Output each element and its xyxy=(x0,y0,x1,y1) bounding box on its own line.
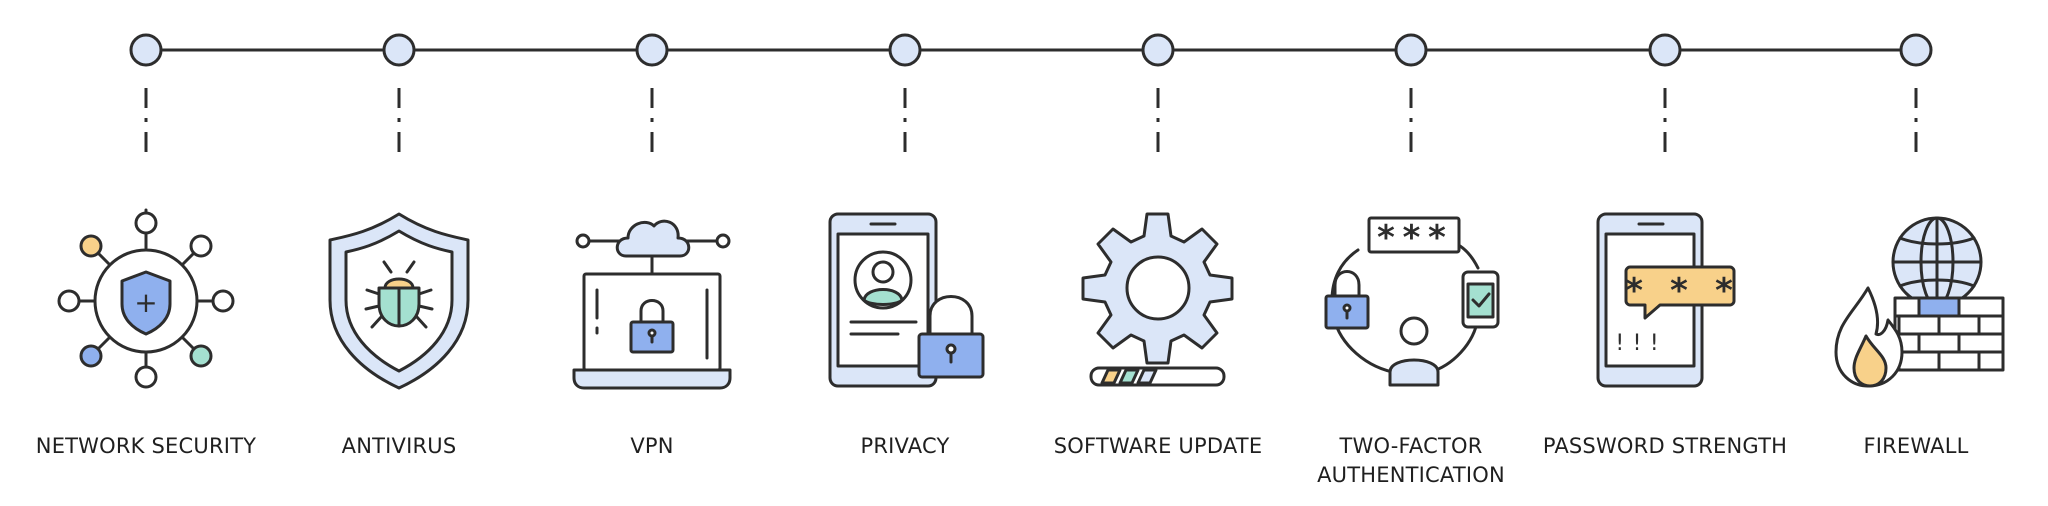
masked-code-text: *** xyxy=(1376,218,1452,258)
timeline-node-firewall xyxy=(1899,33,1933,67)
timeline-node-password-strength xyxy=(1648,33,1682,67)
step-label-two-factor-authentication: TWO-FACTOR AUTHENTICATION xyxy=(1286,432,1536,490)
step-label-password-strength: PASSWORD STRENGTH xyxy=(1540,432,1790,461)
step-label-line: ANTIVIRUS xyxy=(341,434,457,458)
firewall-icon xyxy=(1834,216,2005,388)
timeline-node-privacy xyxy=(888,33,922,67)
timeline-nodes xyxy=(129,33,1933,67)
timeline-node-vpn xyxy=(635,33,669,67)
antivirus-shield-icon xyxy=(328,212,470,390)
privacy-phone-lock-icon xyxy=(828,212,985,388)
software-update-gear-icon xyxy=(1081,212,1234,387)
step-label-vpn: VPN xyxy=(527,432,777,461)
network-security-icon: + xyxy=(57,208,235,389)
two-factor-icon: *** xyxy=(1324,216,1500,387)
step-label-network-security: NETWORK SECURITY xyxy=(21,432,271,461)
step-label-line: TWO-FACTOR xyxy=(1339,434,1483,458)
shield-plus-glyph: + xyxy=(134,286,157,319)
password-mask-text: * * * xyxy=(1624,271,1736,311)
timeline-node-antivirus xyxy=(382,33,416,67)
step-label-software-update: SOFTWARE UPDATE xyxy=(1033,432,1283,461)
step-label-privacy: PRIVACY xyxy=(780,432,1030,461)
step-label-line: FIREWALL xyxy=(1863,434,1969,458)
step-label-line: SOFTWARE UPDATE xyxy=(1053,434,1263,458)
vpn-laptop-icon xyxy=(572,219,732,390)
step-label-line: NETWORK SECURITY xyxy=(35,434,257,458)
step-label-line: PRIVACY xyxy=(860,434,950,458)
password-strength-icon: * * * !!! xyxy=(1596,212,1736,388)
timeline-node-two-factor-authentication xyxy=(1394,33,1428,67)
pin-dots-text: !!! xyxy=(1613,331,1665,356)
step-label-line: AUTHENTICATION xyxy=(1317,463,1505,487)
step-label-line: PASSWORD STRENGTH xyxy=(1542,434,1788,458)
timeline-node-network-security xyxy=(129,33,163,67)
step-label-line: VPN xyxy=(630,434,674,458)
step-label-firewall: FIREWALL xyxy=(1791,432,2041,461)
timeline-node-software-update xyxy=(1141,33,1175,67)
step-label-antivirus: ANTIVIRUS xyxy=(274,432,524,461)
timeline-connectors xyxy=(144,88,1918,158)
